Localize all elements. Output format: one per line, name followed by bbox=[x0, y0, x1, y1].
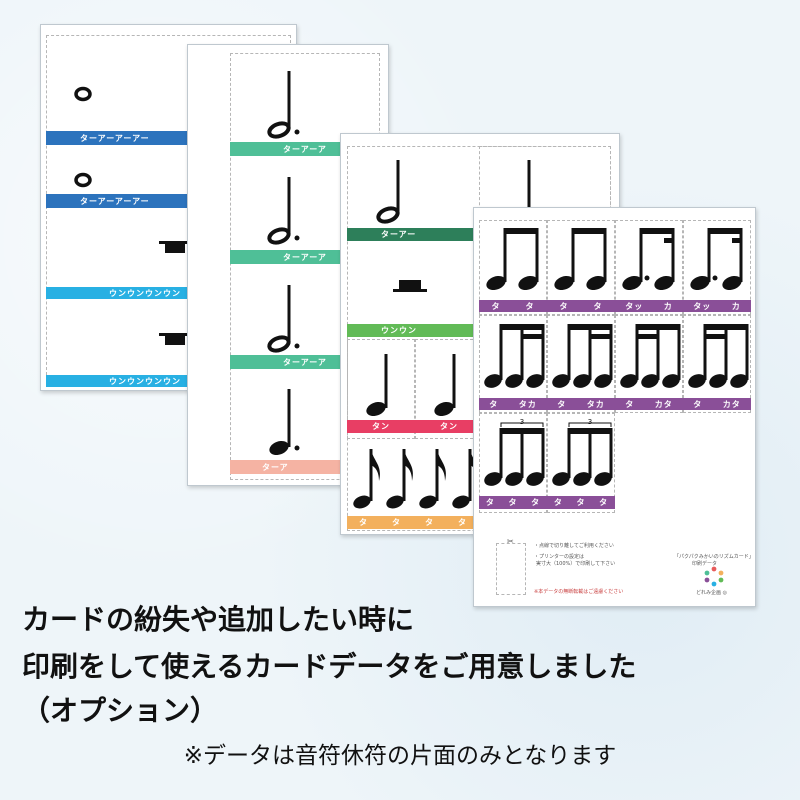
caption-line-1: カードの紛失や追加したい時に bbox=[22, 603, 415, 636]
card-label-band: タッ カ bbox=[683, 300, 751, 312]
cut-guide-box bbox=[496, 543, 526, 595]
half-rest-icon bbox=[393, 280, 427, 292]
card-frame bbox=[547, 220, 615, 315]
scissors-icon: ✂ bbox=[507, 537, 514, 546]
card-label-band: タッ カ bbox=[615, 300, 683, 312]
dotted-half-note-icon bbox=[267, 71, 300, 139]
card-label-band: タ カタ bbox=[615, 398, 683, 410]
whole-note-icon bbox=[74, 86, 92, 102]
caption-line-3: （オプション） bbox=[22, 694, 219, 727]
syllable-label: カ bbox=[731, 301, 741, 311]
dotted-eighth-sixteenth-icon bbox=[622, 228, 675, 291]
card-label-band: タ bbox=[380, 516, 413, 529]
doc-title: 「パクパクみかいのリズムカード」 bbox=[674, 554, 754, 560]
card-frame bbox=[615, 220, 683, 315]
syllable-label: タ bbox=[553, 498, 563, 507]
syllable-label: タ bbox=[576, 498, 586, 507]
triplet-eighth-notes-icon: 3 bbox=[484, 418, 545, 486]
syllable-label: カタ bbox=[722, 399, 741, 409]
syllable-label: タ bbox=[693, 399, 703, 409]
syllable-label: タッ bbox=[625, 301, 644, 311]
card-frame bbox=[547, 413, 615, 513]
eighth-two-sixteenths-icon bbox=[484, 324, 545, 388]
card-label-band: タ bbox=[413, 516, 446, 529]
syllable-label: タ bbox=[491, 301, 501, 311]
brand-name: どれみ企画 ◎ bbox=[696, 590, 727, 596]
half-note-icon bbox=[527, 160, 531, 214]
two-sixteenths-eighth-icon bbox=[620, 324, 681, 388]
card-label-band: タン bbox=[347, 420, 415, 433]
card-label-band: タタタ bbox=[547, 496, 615, 509]
syllable-label: タ bbox=[559, 301, 569, 311]
syllable-label: タ bbox=[508, 498, 518, 507]
card-label-band: ターアー bbox=[347, 228, 482, 241]
whole-rest-icon bbox=[159, 241, 191, 253]
card-label-band: タタタ bbox=[479, 496, 547, 509]
eighth-two-sixteenths-icon bbox=[552, 324, 613, 388]
caption-line-2: 印刷をして使えるカードデータをご用意しました bbox=[22, 650, 637, 683]
card-frame bbox=[479, 413, 547, 513]
syllable-label: タ bbox=[599, 498, 609, 507]
card-frame bbox=[547, 315, 615, 413]
card-label-band: タ タカ bbox=[547, 398, 615, 410]
eighth-note-icon bbox=[386, 449, 413, 509]
card-label-band: タ カタ bbox=[683, 398, 751, 410]
instruction-text: ・プリンターの設定は bbox=[534, 554, 585, 560]
triplet-eighth-notes-icon: 3 bbox=[552, 418, 613, 486]
card-label-band: タン bbox=[415, 420, 483, 433]
copyright-note: ※本データの無断転載はご遠慮ください bbox=[534, 589, 624, 595]
brand-logo-icon bbox=[704, 566, 724, 587]
syllable-label: タ bbox=[485, 498, 495, 507]
card-label-band: タタ bbox=[547, 300, 615, 312]
triplet-number: 3 bbox=[520, 418, 524, 426]
syllable-label: タ bbox=[557, 399, 567, 409]
dotted-half-note-icon bbox=[267, 177, 300, 245]
card-frame bbox=[347, 339, 415, 439]
card-frame bbox=[479, 315, 547, 413]
syllable-label: タッ bbox=[693, 301, 712, 311]
eighth-note-icon bbox=[353, 449, 380, 509]
syllable-label: タ bbox=[489, 399, 499, 409]
quarter-note-icon bbox=[434, 354, 456, 417]
syllable-label: タ bbox=[625, 399, 635, 409]
caption-note: ※データは音符休符の片面のみとなります bbox=[183, 743, 617, 769]
half-note-icon bbox=[376, 160, 400, 224]
card-frame bbox=[479, 220, 547, 315]
card-label-band: ウンウン bbox=[347, 324, 482, 337]
syllable-label: タカ bbox=[518, 399, 537, 409]
card-label-band: タ タカ bbox=[479, 398, 547, 410]
syllable-label: カタ bbox=[654, 399, 673, 409]
card-label-band: タタ bbox=[479, 300, 547, 312]
card-frame bbox=[683, 315, 751, 413]
dotted-quarter-note-icon bbox=[269, 389, 300, 456]
card-label-band: タ bbox=[446, 516, 479, 529]
syllable-label: タ bbox=[525, 301, 535, 311]
beamed-eighth-notes-icon bbox=[554, 228, 607, 291]
syllable-label: タ bbox=[531, 498, 541, 507]
beamed-eighth-notes-icon bbox=[486, 228, 539, 291]
whole-rest-icon bbox=[159, 333, 191, 345]
card-frame bbox=[683, 220, 751, 315]
syllable-label: カ bbox=[663, 301, 673, 311]
dotted-half-note-icon bbox=[267, 285, 300, 353]
eighth-note-icon bbox=[419, 449, 446, 509]
two-sixteenths-eighth-icon bbox=[688, 324, 749, 388]
instruction-text: 実寸大（100%）で印刷して下さい bbox=[536, 561, 616, 567]
quarter-note-icon bbox=[366, 354, 388, 417]
triplet-number: 3 bbox=[588, 418, 592, 426]
print-sheet-rhythm-patterns: タタ タタ タッカ タッカ bbox=[473, 207, 756, 607]
card-frame bbox=[615, 315, 683, 413]
syllable-label: タ bbox=[593, 301, 603, 311]
instruction-text: ・点線で切り離してご利用ください bbox=[534, 543, 614, 549]
card-label-band: タ bbox=[347, 516, 380, 529]
doc-subtitle: 印刷データ bbox=[692, 561, 718, 567]
whole-note-icon bbox=[74, 172, 92, 188]
syllable-label: タカ bbox=[586, 399, 605, 409]
dotted-eighth-sixteenth-icon bbox=[690, 228, 743, 291]
